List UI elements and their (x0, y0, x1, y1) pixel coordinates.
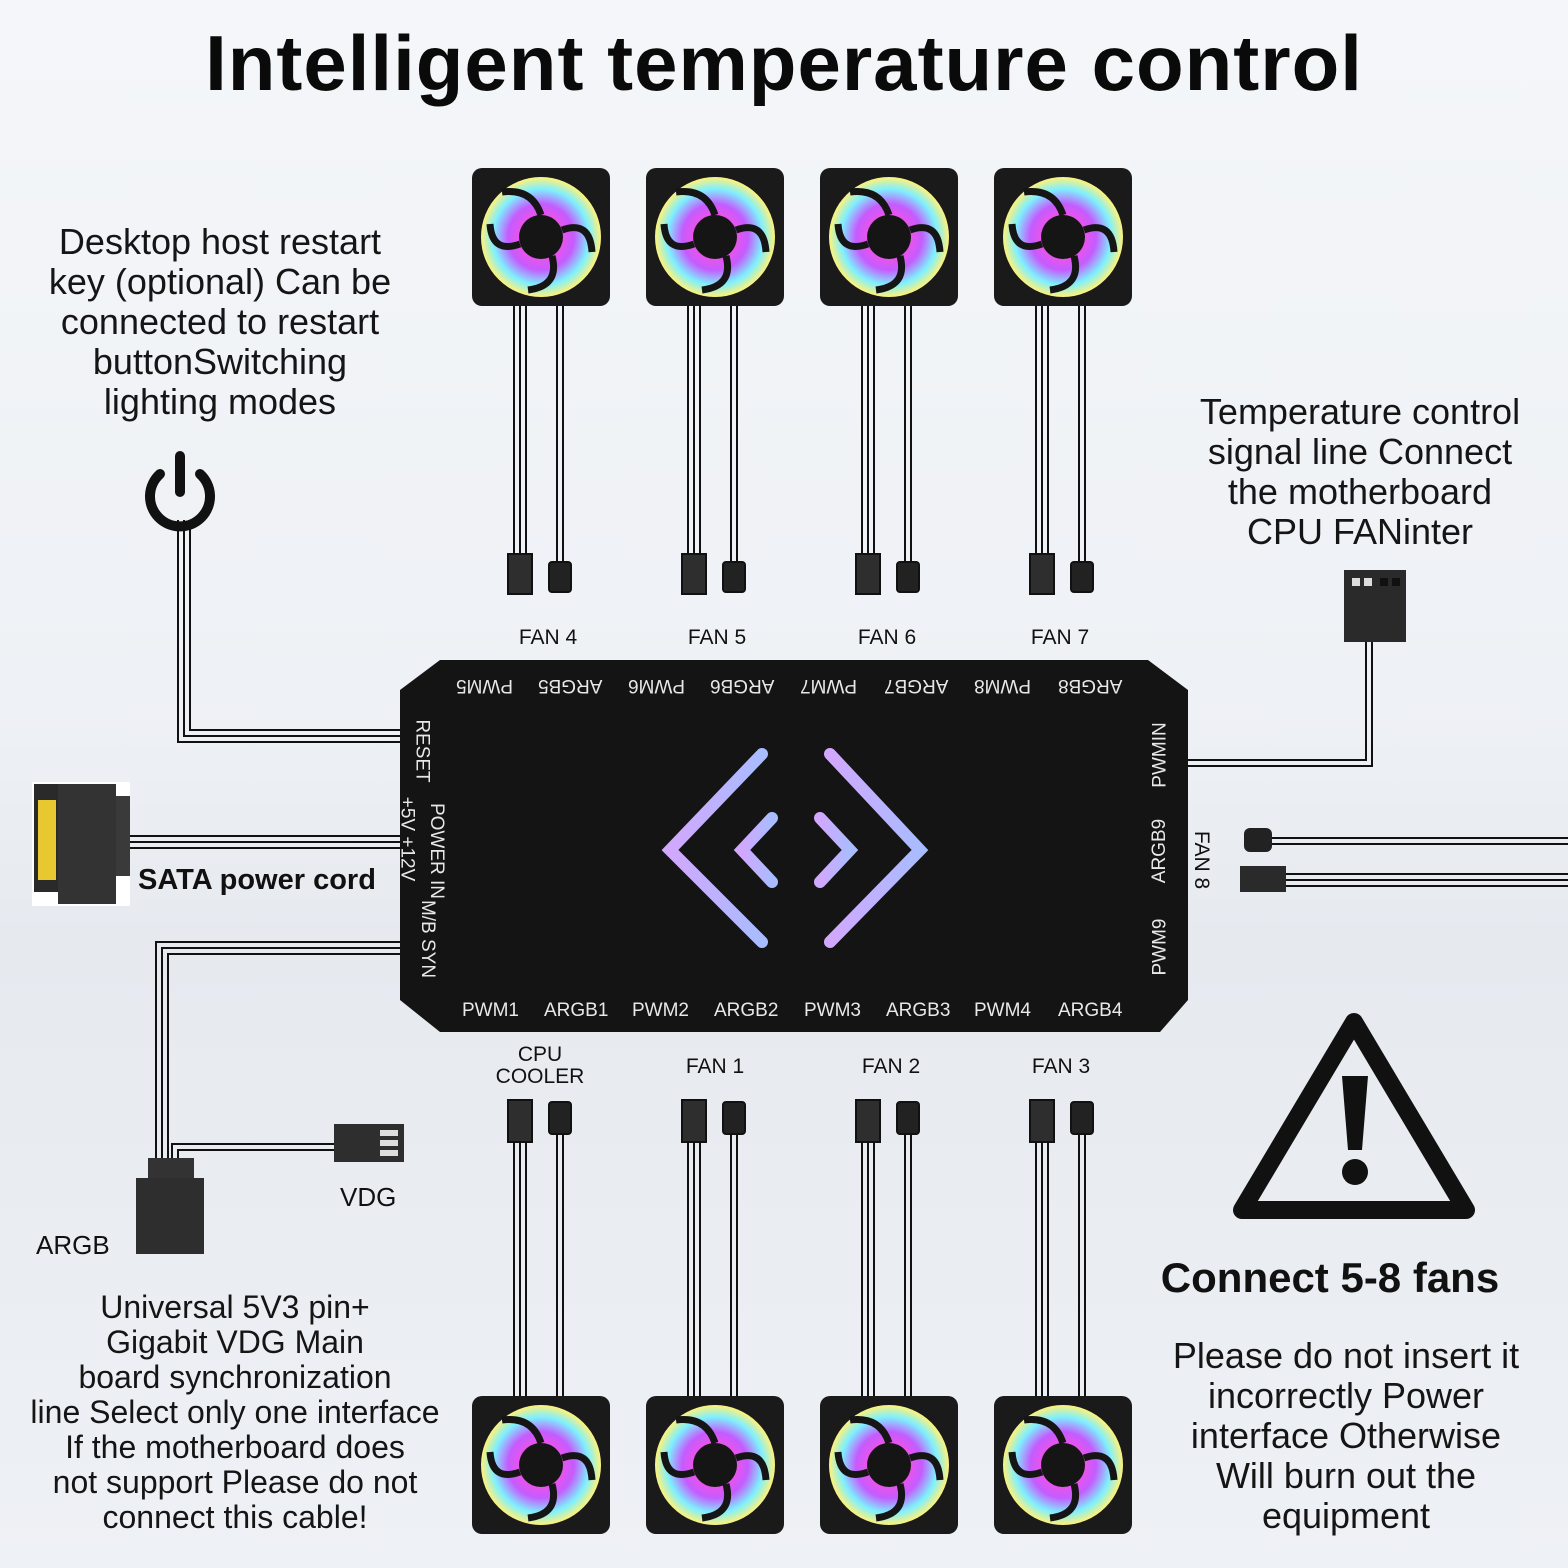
port-argb7[interactable]: ARGB7 (884, 675, 949, 696)
hub-logo (490, 748, 1102, 948)
pwmin-cable (1186, 640, 1373, 767)
sync-cable (155, 941, 406, 1160)
port-argb5[interactable]: ARGB5 (538, 675, 603, 696)
sata-label: SATA power cord (138, 864, 376, 896)
port-pwm9[interactable]: PWM9 (1149, 918, 1171, 976)
top-fan-label-3: FAN 6 (857, 626, 917, 649)
port-pwm4[interactable]: PWM4 (974, 1000, 1031, 1021)
port-argb2[interactable]: ARGB2 (714, 1000, 779, 1021)
top-fan-label-2: FAN 5 (687, 626, 747, 649)
top-fan-connectors (1029, 553, 1094, 595)
port-pwm7[interactable]: PWM7 (800, 675, 857, 696)
fan8-pwm-connector (1240, 866, 1286, 892)
restart-cable (177, 520, 402, 743)
port-argb6[interactable]: ARGB6 (710, 675, 775, 696)
fan8-cable (1272, 837, 1568, 887)
fan-hub: PWM5 ARGB5 PWM6 ARGB6 PWM7 ARGB7 PWM8 ARGB8 PWM… (400, 660, 1188, 1032)
port-argb9[interactable]: ARGB9 (1149, 818, 1171, 884)
sata-connector (32, 782, 130, 906)
bottom-fan-label-1: CPU COOLER (495, 1043, 585, 1088)
bottom-fan-label-4: FAN 3 (1031, 1055, 1091, 1078)
bottom-fan-1 (472, 1396, 610, 1534)
top-fan-label-1: FAN 4 (518, 626, 578, 649)
power-icon (145, 451, 215, 532)
connect-title: Connect 5-8 fans (1160, 1254, 1500, 1301)
top-fan-4 (994, 168, 1132, 306)
bottom-fan-connectors (855, 1099, 920, 1143)
port-argb4[interactable]: ARGB4 (1058, 1000, 1123, 1021)
port-reset[interactable]: RESET (411, 719, 433, 783)
fan8-argb-connector (1244, 828, 1272, 852)
top-fan-connectors (681, 553, 746, 595)
bottom-fan-connectors (681, 1099, 746, 1143)
page-title: Intelligent temperature control (205, 19, 1363, 107)
argb-connector (136, 1158, 204, 1254)
top-fan-connectors (507, 553, 572, 595)
bottom-fan-4 (994, 1396, 1132, 1534)
bottom-fan-label-3: FAN 2 (861, 1055, 921, 1078)
bottom-fan-2 (646, 1396, 784, 1534)
port-pwm3[interactable]: PWM3 (804, 1000, 861, 1021)
fan8-label: FAN 8 (1190, 830, 1214, 890)
port-pwmin[interactable]: PWMIN (1149, 722, 1171, 788)
top-fan-1 (472, 168, 610, 306)
bottom-fan-label-2: FAN 1 (685, 1055, 745, 1078)
warning-icon (1233, 1013, 1475, 1219)
argb-label: ARGB (36, 1230, 110, 1260)
bottom-fan-cables (507, 1099, 1094, 1396)
vdg-connector (334, 1124, 404, 1162)
port-argb3[interactable]: ARGB3 (886, 1000, 951, 1021)
bottom-fan-3 (820, 1396, 958, 1534)
port-argb1[interactable]: ARGB1 (544, 1000, 609, 1021)
fans (472, 168, 1132, 1534)
port-pwm2[interactable]: PWM2 (632, 1000, 689, 1021)
top-fan-cables (507, 306, 1094, 595)
port-pwm8[interactable]: PWM8 (974, 675, 1031, 696)
port-pwm5[interactable]: PWM5 (456, 675, 513, 696)
sata-cable (128, 835, 404, 849)
top-fan-2 (646, 168, 784, 306)
port-power-in[interactable]: POWER IN (426, 802, 448, 900)
port-mb-sync[interactable]: M/B SYN (417, 899, 439, 979)
vdg-label: VDG (340, 1182, 397, 1212)
top-fan-3 (820, 168, 958, 306)
bottom-fan-connectors (1029, 1099, 1094, 1143)
bottom-fan-connectors (507, 1099, 572, 1143)
top-fan-connectors (855, 553, 920, 595)
port-pwm1[interactable]: PWM1 (462, 1000, 519, 1021)
port-pwm6[interactable]: PWM6 (628, 675, 685, 696)
port-argb8[interactable]: ARGB8 (1058, 675, 1123, 696)
top-fan-label-4: FAN 7 (1030, 626, 1090, 649)
